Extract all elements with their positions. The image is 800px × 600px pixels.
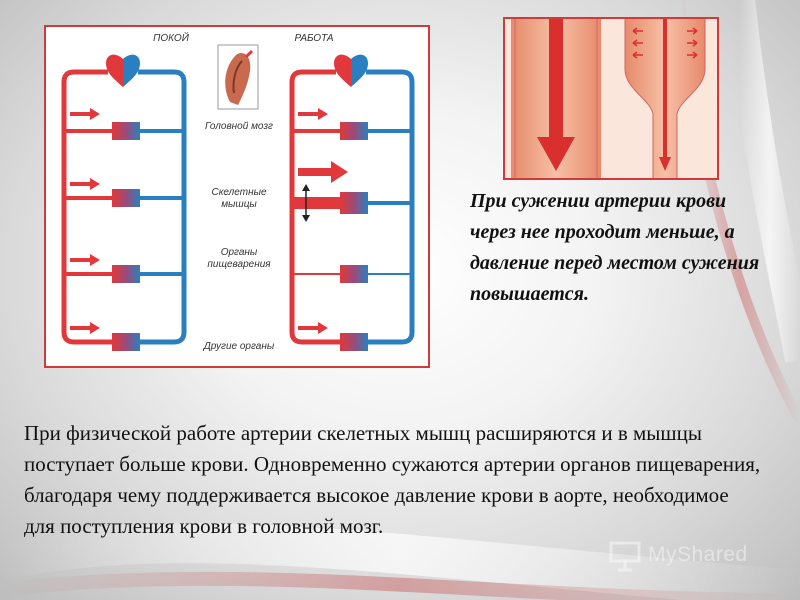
main-text: При физической работе артерии скелетных … (24, 421, 761, 538)
brain-label: Головной мозг (205, 121, 273, 132)
pressure-arrows-icon (632, 27, 698, 59)
circulation-diagram-graphic (61, 44, 415, 351)
expand-arrow-icon (302, 184, 310, 222)
heart-icon (334, 54, 368, 87)
other-organs-label: Другие органы (203, 341, 275, 352)
muscles-label: Скелетные мышцы (211, 187, 267, 210)
artery-constriction-illustration (503, 17, 719, 180)
work-circuit (289, 54, 415, 351)
artery-constriction-graphic (505, 19, 717, 178)
watermark: MyShared (608, 537, 778, 577)
presentation-icon (609, 541, 641, 572)
narrow-flow-arrow-icon (659, 19, 671, 171)
work-label: РАБОТА (294, 33, 334, 44)
rest-label: ПОКОЙ (153, 33, 189, 44)
digestive-label: Органы пищеварения (207, 247, 271, 270)
flow-arrow-icon (537, 19, 575, 171)
heart-icon (106, 54, 140, 87)
watermark-text: MyShared (648, 543, 748, 566)
artery-note-text: При сужении артерии крови через нее прох… (470, 190, 760, 305)
rest-circuit (61, 54, 187, 351)
brain-icon (217, 44, 259, 110)
circulation-diagram: ПОКОЙ РАБОТА Головной мозг Скелетные мыш… (44, 25, 430, 368)
